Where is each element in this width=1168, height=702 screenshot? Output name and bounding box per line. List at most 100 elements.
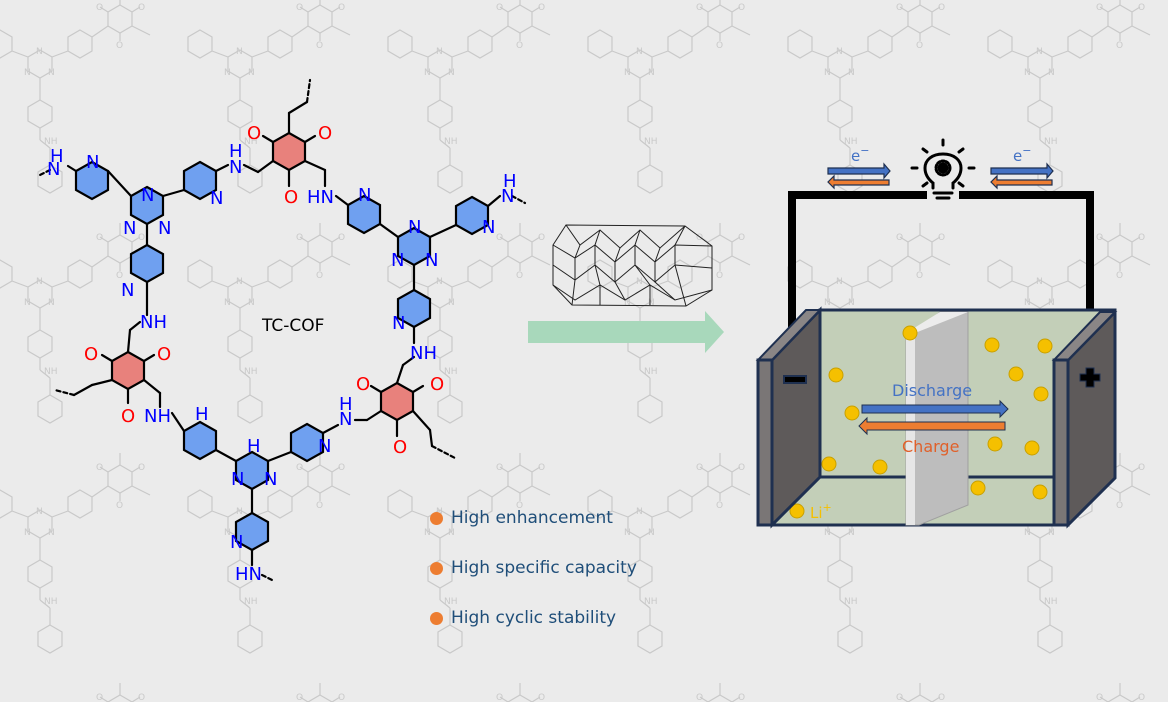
svg-text:e−: e− — [851, 144, 869, 165]
atom-n: N — [121, 280, 134, 301]
atom-n: N — [318, 436, 331, 457]
atom-o: O — [318, 123, 332, 144]
atom-o: O — [356, 374, 370, 395]
atom-o: O — [247, 123, 261, 144]
feature-item: High enhancement — [430, 508, 613, 528]
battery-diagram: Discharge Charge Li+ — [755, 138, 1118, 529]
li-ion — [828, 367, 844, 383]
atom-h: H — [195, 404, 209, 425]
quinone-ring — [271, 131, 307, 172]
electron-flow-left: e− — [827, 144, 891, 190]
light-bulb-icon — [910, 138, 976, 200]
atom-n: N — [230, 532, 243, 553]
atom-h: H — [50, 146, 64, 167]
atom-nh: NH — [140, 312, 167, 333]
positive-electrode — [1051, 308, 1118, 529]
feature-item: High cyclic stability — [430, 608, 616, 628]
bullet-icon — [430, 611, 443, 625]
electron-charge: − — [860, 144, 869, 157]
atom-n: N — [425, 250, 438, 271]
triazine-pyridine-rings — [74, 160, 490, 552]
li-ions — [789, 325, 1053, 519]
atom-n: N — [229, 157, 242, 178]
atom-n: N — [86, 152, 99, 173]
li-ion — [902, 325, 918, 341]
atom-hn: HN — [235, 564, 262, 585]
feature-label: High specific capacity — [451, 558, 637, 578]
atom-o: O — [284, 187, 298, 208]
negative-electrode — [755, 306, 823, 529]
feature-label: High enhancement — [451, 508, 613, 528]
feature-label: High cyclic stability — [451, 608, 617, 628]
carbon-nanotube-icon — [552, 224, 713, 307]
pyridine-ring — [182, 420, 218, 461]
atom-nh: NH — [410, 343, 437, 364]
structure-label: TC-COF — [261, 316, 324, 336]
atom-n: N — [123, 218, 136, 239]
li-ion — [1024, 440, 1040, 456]
li-ion — [970, 480, 986, 496]
quinone-ring — [379, 381, 415, 422]
atom-o: O — [430, 374, 444, 395]
minus-icon — [783, 375, 807, 384]
atom-o: O — [121, 406, 135, 427]
li-ion — [1008, 366, 1024, 382]
atom-o: O — [393, 437, 407, 458]
ion-label: Li — [810, 504, 823, 522]
atom-n: N — [339, 409, 352, 430]
electron-label: e — [1013, 147, 1022, 165]
li-ion — [789, 503, 805, 519]
quinone-rings — [110, 131, 415, 422]
li-ion — [984, 337, 1000, 353]
svg-text:Li+: Li+ — [810, 501, 832, 522]
ion-charge: + — [823, 501, 832, 514]
discharge-label: Discharge — [892, 381, 972, 400]
bonds — [36, 78, 527, 582]
atom-n: N — [391, 250, 404, 271]
plus-icon — [1079, 367, 1101, 388]
circuit-wire — [788, 191, 1094, 335]
atom-o: O — [84, 344, 98, 365]
svg-text:e−: e− — [1013, 144, 1031, 165]
feature-item: High specific capacity — [430, 558, 637, 578]
li-ion — [872, 459, 888, 475]
process-arrow — [528, 311, 724, 353]
atom-n: N — [358, 185, 371, 206]
atom-labels: H N N N N N N H N N NH O O O HN N N N N … — [47, 123, 517, 585]
discharge-arrow — [861, 399, 1009, 419]
pyridine-ring — [129, 243, 165, 284]
li-ion — [821, 456, 837, 472]
li-ion — [987, 436, 1003, 452]
atom-n: N — [47, 159, 60, 180]
atom-h: H — [247, 436, 261, 457]
atom-o: O — [157, 344, 171, 365]
atom-n: N — [210, 188, 223, 209]
li-ion-legend: Li+ — [810, 501, 832, 522]
atom-n: N — [141, 185, 154, 206]
bullet-icon — [430, 561, 443, 575]
quinone-ring — [110, 350, 146, 391]
li-ion — [1032, 484, 1048, 500]
atom-h: H — [339, 394, 353, 415]
atom-nh: NH — [144, 406, 171, 427]
atom-n: N — [408, 217, 421, 238]
tc-cof-structure: H N N N N N N H N N NH O O O HN N N N N … — [36, 78, 527, 585]
atom-h: H — [503, 171, 517, 192]
atom-n: N — [482, 217, 495, 238]
charge-label: Charge — [902, 437, 959, 456]
atom-n: N — [158, 218, 171, 239]
atom-n: N — [264, 469, 277, 490]
li-ion — [844, 405, 860, 421]
separator — [905, 311, 969, 526]
electron-label: e — [851, 147, 860, 165]
atom-n: N — [501, 186, 514, 207]
li-ion — [1037, 338, 1053, 354]
atom-n: N — [392, 313, 405, 334]
atom-hn: HN — [307, 187, 334, 208]
atom-h: H — [229, 141, 243, 162]
charge-arrow — [858, 416, 1006, 436]
electron-charge: − — [1022, 144, 1031, 157]
li-ion — [1033, 386, 1049, 402]
atom-n: N — [231, 469, 244, 490]
electron-flow-right: e− — [990, 144, 1054, 190]
